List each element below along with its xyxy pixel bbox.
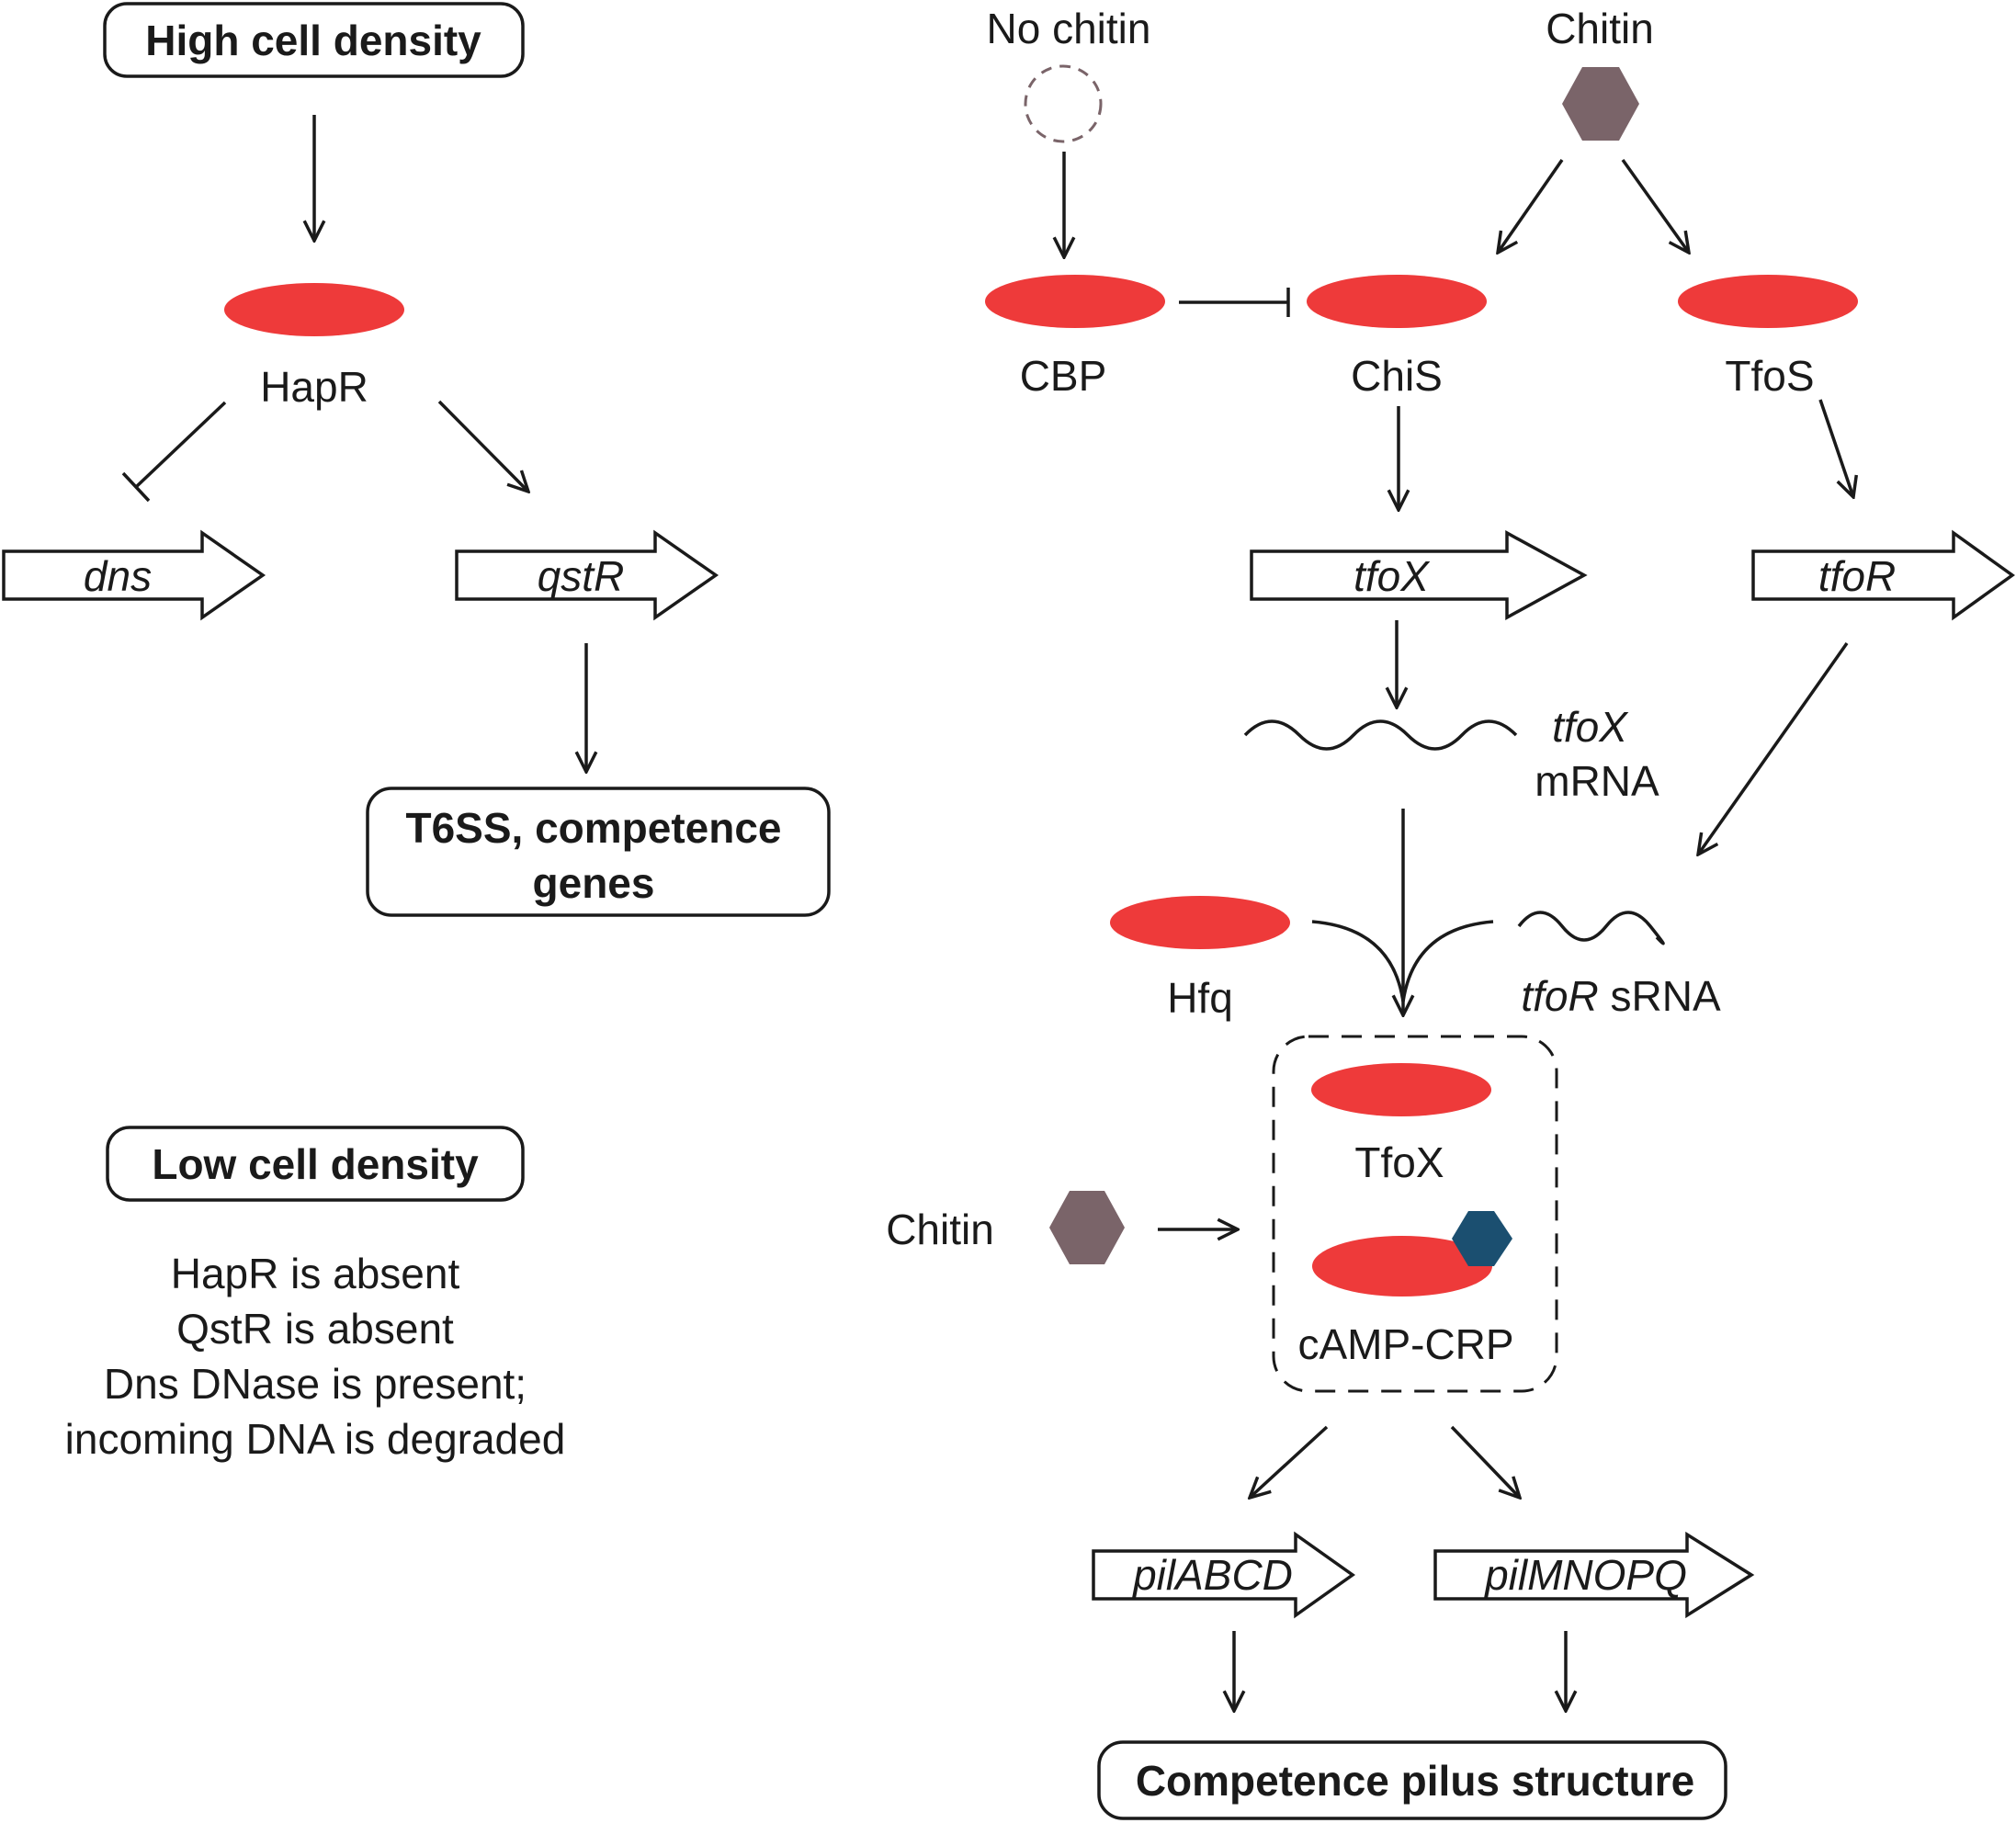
pilmnopq-gene-arrow (1433, 1531, 1755, 1619)
tfor-srna-label: tfoR sRNA (1521, 972, 1721, 1020)
chitin-top-molecule (1562, 67, 1639, 141)
pilus-output-label: Competence pilus structure (1136, 1757, 1694, 1805)
qstr-gene-arrow (455, 529, 719, 621)
arrow-complex-pilabcd (1250, 1425, 1329, 1498)
cbp-protein (985, 275, 1165, 328)
arrow-hapr-qstr (437, 400, 528, 492)
no-chitin-label: No chitin (987, 5, 1151, 52)
tfox-gene-label: tfoX (1353, 552, 1431, 600)
tfor-srna-wave (1517, 911, 1665, 945)
arrow-complex-pilmnopq (1450, 1425, 1520, 1498)
tfos-protein (1678, 275, 1858, 328)
hapr-protein (224, 283, 404, 336)
tfox-protein-label: TfoX (1354, 1138, 1444, 1186)
cbp-label: CBP (1020, 352, 1107, 400)
pilus-output-box (1097, 1740, 1727, 1820)
low-density-line-3: Dns DNase is present; (104, 1360, 527, 1408)
qstr-gene-label: qstR (538, 552, 625, 600)
high-density-box (103, 2, 525, 78)
arrow-chitin-tfos (1621, 158, 1689, 253)
hfq-label: Hfq (1167, 974, 1233, 1022)
pilmnopq-gene-label: pilMNOPQ (1483, 1551, 1687, 1599)
tfox-protein (1311, 1063, 1491, 1116)
transcription-complex-box (1272, 1035, 1558, 1393)
camp-molecule (1452, 1211, 1512, 1266)
dns-gene-label: dns (84, 552, 152, 600)
tfox-gene-arrow (1250, 530, 1588, 620)
t6ss-output-line1: T6SS, competence (405, 804, 781, 852)
curve-hfq-join (1311, 920, 1405, 1002)
chis-label: ChiS (1351, 352, 1443, 400)
camp-crp-label: cAMP-CRP (1297, 1320, 1513, 1368)
pilabcd-gene-arrow (1092, 1531, 1356, 1619)
low-density-line-1: HapR is absent (171, 1250, 460, 1297)
tfox-mrna-gene-name: tfoX (1552, 703, 1629, 751)
pilabcd-gene-label: pilABCD (1131, 1551, 1293, 1599)
chitin-side-molecule (1049, 1191, 1125, 1264)
tfor-srna-gene-name: tfoR (1521, 972, 1598, 1020)
tfor-gene-label: tfoR (1818, 552, 1896, 600)
tfor-srna-text: sRNA (1599, 972, 1721, 1020)
chitin-top-label: Chitin (1546, 5, 1654, 52)
low-density-line-4: incoming DNA is degraded (65, 1415, 566, 1463)
t6ss-output-line2: genes (533, 859, 655, 907)
high-density-title: High cell density (145, 17, 481, 64)
hapr-label: HapR (260, 363, 368, 411)
chitin-side-label: Chitin (886, 1206, 994, 1253)
t6ss-output-box (366, 787, 831, 917)
tfos-label: TfoS (1725, 352, 1814, 400)
low-density-line-2: QstR is absent (176, 1305, 454, 1353)
arrow-chitin-chis (1498, 159, 1564, 253)
low-density-title: Low cell density (152, 1140, 479, 1188)
arrow-tfos-tfor (1818, 399, 1853, 497)
dns-gene-arrow (2, 529, 266, 621)
no-chitin-empty-circle (1024, 64, 1103, 143)
tfox-mrna-label: mRNA (1535, 757, 1659, 805)
curve-srna-join (1401, 920, 1494, 1002)
tfox-mrna-wave (1243, 719, 1518, 751)
arrow-tfor-srna (1698, 641, 1849, 855)
crp-protein (1312, 1236, 1492, 1296)
repression-hapr-dns (134, 401, 227, 489)
hfq-protein (1110, 896, 1290, 949)
repression-bar-dns (121, 471, 151, 503)
tfor-gene-arrow (1751, 529, 2015, 621)
chis-protein (1307, 275, 1487, 328)
low-density-box (106, 1126, 525, 1202)
